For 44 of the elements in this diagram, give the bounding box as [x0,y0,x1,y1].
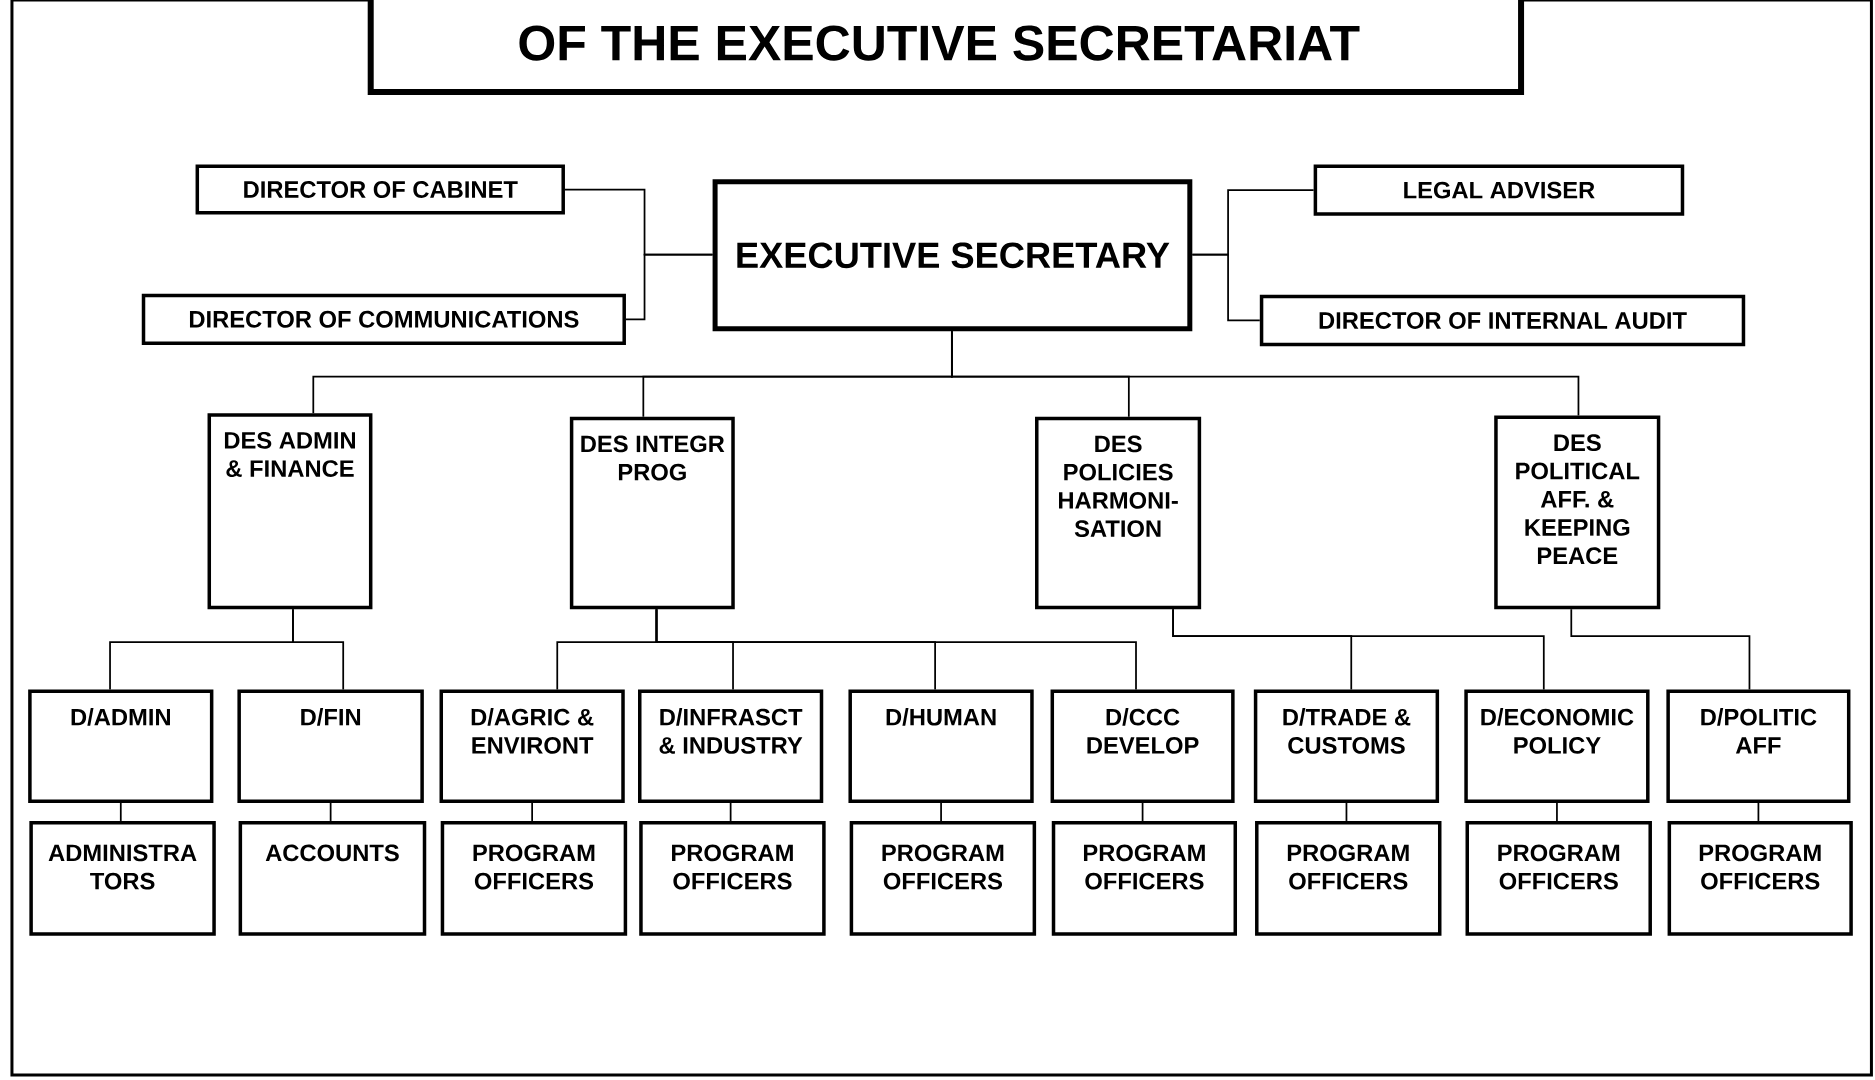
deputy-box: DES ADMIN & FINANCE [207,413,373,610]
connector-line [1141,802,1144,822]
directorate-box: D/FIN [237,689,424,804]
connector-line [625,253,714,321]
director-box: DIRECTOR OF COMMUNICATIONS [141,293,626,346]
title-box: OF THE EXECUTIVE SECRETARIAT [367,0,1525,96]
staff-box: ACCOUNTS [238,821,427,936]
connector-line [1172,608,1545,691]
connector-line [531,802,533,822]
connector-line [1345,802,1348,822]
connector-line [1757,802,1760,822]
staff-box: PROGRAM OFFICERS [440,821,628,936]
connector-line [329,802,332,822]
staff-box: PROGRAM OFFICERS [639,821,826,936]
staff-box: PROGRAM OFFICERS [1255,821,1442,936]
deputy-box: DES INTEGR PROG [569,416,735,610]
director-box: DIRECTOR OF CABINET [195,164,565,215]
deputy-box: DES POLITICAL AFF. & KEEPING PEACE [1494,415,1661,610]
directorate-box: D/ADMIN [28,689,214,804]
directorate-box: D/INFRASCT & INDUSTRY [638,689,824,804]
connector-line [292,608,345,691]
staff-box: PROGRAM OFFICERS [1667,821,1853,936]
connector-line [729,802,732,822]
director-box: DIRECTOR OF INTERNAL AUDIT [1259,294,1746,347]
directorate-box: D/AGRIC & ENVIRONT [439,689,625,804]
directorate-box: D/HUMAN [848,689,1034,804]
staff-box: PROGRAM OFFICERS [849,821,1037,936]
connector-line [1570,608,1751,691]
connector-line [655,608,1137,691]
staff-box: PROGRAM OFFICERS [1051,821,1237,936]
directorate-box: D/TRADE & CUSTOMS [1253,689,1440,804]
connector-line [1556,802,1558,822]
directorate-box: D/ECONOMIC POLICY [1464,689,1650,804]
deputy-box: DES POLICIES HARMONI- SATION [1035,416,1202,610]
connector-line [951,330,1580,417]
connector-line [119,802,122,822]
staff-box: ADMINISTRA TORS [29,821,216,936]
connector-line [1191,253,1261,322]
executive-box: EXECUTIVE SECRETARY [712,179,1193,332]
staff-box: PROGRAM OFFICERS [1465,821,1652,936]
directorate-box: D/POLITIC AFF [1666,689,1851,804]
directorate-box: D/CCC DEVELOP [1050,689,1235,804]
director-box: LEGAL ADVISER [1313,164,1685,216]
connector-line [940,802,942,822]
